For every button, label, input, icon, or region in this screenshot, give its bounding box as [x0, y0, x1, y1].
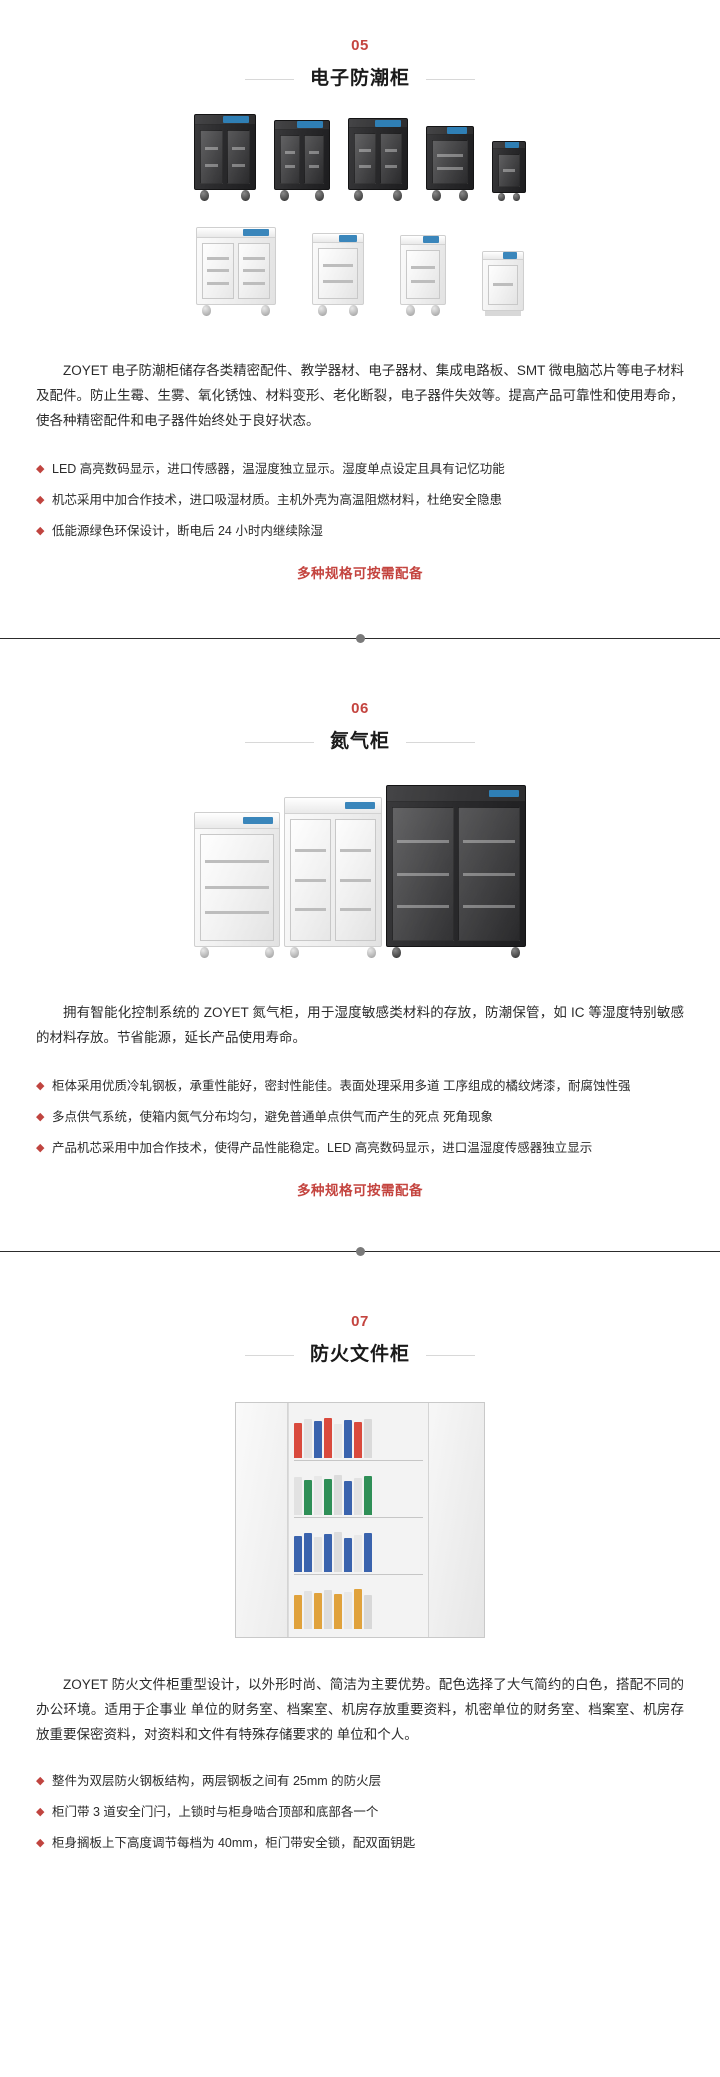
list-item: 产品机芯采用中加合作技术，使得产品性能稳定。LED 高亮数码显示，进口温湿度传感…: [36, 1140, 684, 1157]
feature-list: 柜体采用优质冷轧钢板，承重性能好，密封性能佳。表面处理采用多道 工序组成的橘纹烤…: [36, 1078, 684, 1157]
section-paragraph: 拥有智能化控制系统的 ZOYET 氮气柜，用于湿度敏感类材料的存放，防潮保管，如…: [36, 1005, 684, 1045]
nitrogen-cabinet-row: [0, 785, 720, 958]
list-item: 整件为双层防火钢板结构，两层钢板之间有 25mm 的防火层: [36, 1773, 684, 1790]
nitrogen-cabinet-image: [284, 797, 382, 958]
nitrogen-cabinet-image: [194, 812, 280, 958]
section-divider: [0, 634, 720, 643]
divider-dot-icon: [355, 634, 365, 643]
page-title: 氮气柜: [313, 729, 406, 755]
cta-text: 多种规格可按需配备: [297, 1183, 423, 1198]
product-gallery-07: [0, 1402, 720, 1638]
section-title-wrap: 氮气柜: [0, 729, 720, 755]
list-item: 机芯采用中加合作技术，进口吸湿材质。主机外壳为高温阻燃材料，杜绝安全隐患: [36, 492, 684, 509]
section-07: 07 防火文件柜: [0, 1252, 720, 1852]
white-dry-cabinet-image: [196, 227, 276, 316]
list-item: 柜体采用优质冷轧钢板，承重性能好，密封性能佳。表面处理采用多道 工序组成的橘纹烤…: [36, 1078, 684, 1095]
cabinet-interior: [288, 1403, 428, 1637]
dark-cabinet-row: [0, 114, 720, 201]
feature-list: LED 高亮数码显示，进口传感器，温湿度独立显示。湿度单点设定且具有记忆功能 机…: [36, 461, 684, 540]
cta-text: 多种规格可按需配备: [297, 566, 423, 581]
cabinet-right-door: [428, 1403, 484, 1637]
white-cabinet-row: [0, 227, 720, 316]
dark-dry-cabinet-image: [194, 114, 256, 201]
section-number: 05: [351, 37, 369, 54]
section-paragraph: ZOYET 电子防潮柜储存各类精密配件、教学器材、电子器材、集成电路板、SMT …: [36, 363, 684, 428]
section-number: 06: [351, 700, 369, 717]
dark-dry-cabinet-image: [348, 118, 408, 201]
list-item: 柜身搁板上下高度调节每档为 40mm，柜门带安全锁，配双面钥匙: [36, 1835, 684, 1852]
product-gallery-05: [0, 114, 720, 316]
section-05: 05 电子防潮柜: [0, 0, 720, 582]
white-dry-cabinet-image: [400, 235, 446, 316]
list-item: 柜门带 3 道安全门闩，上锁时与柜身啮合顶部和底部各一个: [36, 1804, 684, 1821]
dark-dry-cabinet-image: [492, 141, 526, 201]
feature-list: 整件为双层防火钢板结构，两层钢板之间有 25mm 的防火层 柜门带 3 道安全门…: [36, 1773, 684, 1852]
page-title: 电子防潮柜: [293, 66, 426, 92]
nitrogen-cabinet-image: [386, 785, 526, 958]
section-paragraph: ZOYET 防火文件柜重型设计，以外形时尚、简洁为主要优势。配色选择了大气简约的…: [36, 1677, 684, 1742]
section-number: 07: [351, 1313, 369, 1330]
white-dry-cabinet-image: [312, 233, 364, 316]
product-gallery-06: [0, 785, 720, 958]
fireproof-file-cabinet-image: [235, 1402, 485, 1638]
section-divider: [0, 1247, 720, 1256]
dark-dry-cabinet-image: [426, 126, 474, 201]
dark-dry-cabinet-image: [274, 120, 330, 201]
list-item: 低能源绿色环保设计，断电后 24 小时内继续除湿: [36, 523, 684, 540]
cabinet-left-door: [236, 1403, 288, 1637]
white-dry-cabinet-image: [482, 251, 524, 316]
divider-dot-icon: [355, 1247, 365, 1256]
page-title: 防火文件柜: [293, 1342, 426, 1368]
list-item: LED 高亮数码显示，进口传感器，温湿度独立显示。湿度单点设定且具有记忆功能: [36, 461, 684, 478]
section-06: 06 氮气柜: [0, 639, 720, 1199]
section-title-wrap: 电子防潮柜: [0, 66, 720, 92]
list-item: 多点供气系统，使箱内氮气分布均匀，避免普通单点供气而产生的死点 死角现象: [36, 1109, 684, 1126]
section-title-wrap: 防火文件柜: [0, 1342, 720, 1368]
